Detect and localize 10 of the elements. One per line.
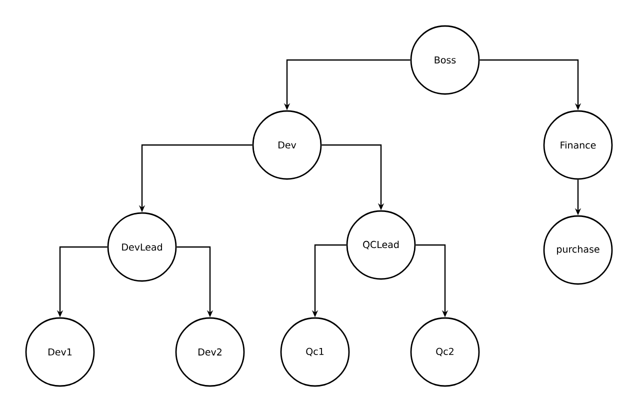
circle-node: Qc1 (280, 317, 350, 387)
circle-node: Boss (410, 25, 480, 95)
circle-node: Dev1 (25, 317, 95, 387)
circle-node: QCLead (346, 210, 416, 280)
circle-node: Dev2 (175, 317, 245, 387)
circle-node: Dev (252, 110, 322, 180)
circle-node: Finance (543, 110, 613, 180)
circle-node: DevLead (107, 212, 177, 282)
circle-node: Qc2 (410, 317, 480, 387)
circle-node: purchase (543, 215, 613, 285)
